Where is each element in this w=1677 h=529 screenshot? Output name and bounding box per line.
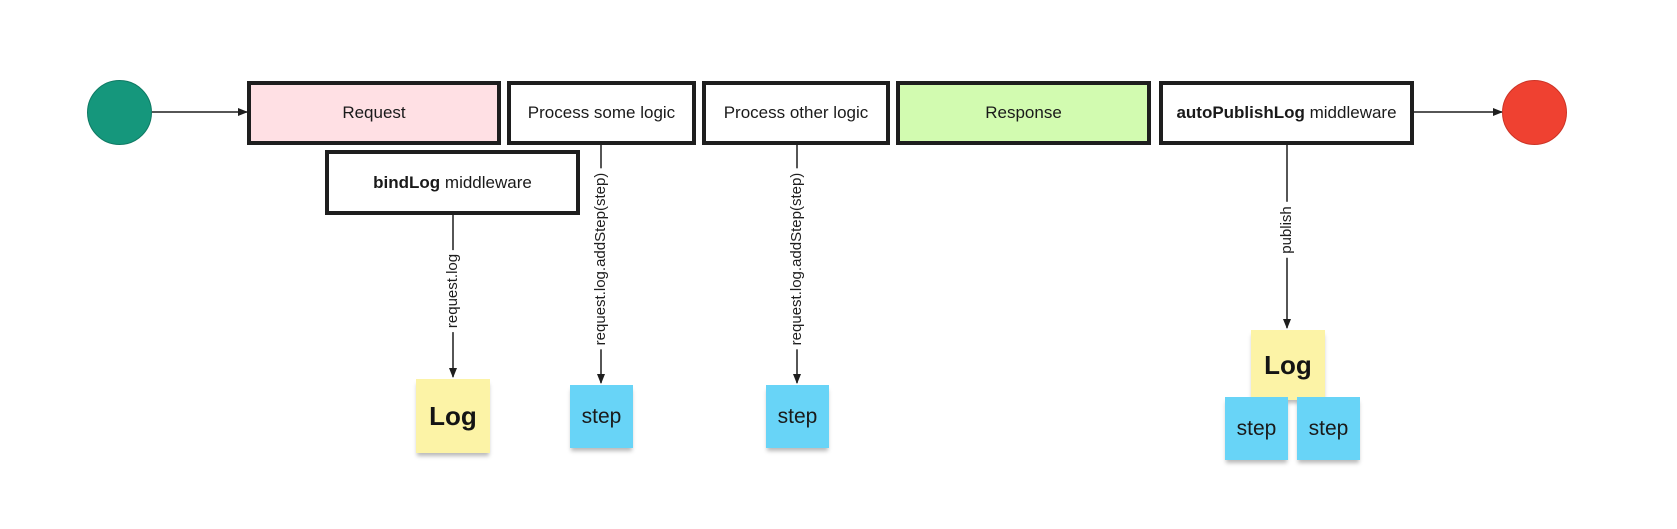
bindlog-suffix: middleware — [444, 172, 532, 192]
start-node — [87, 80, 152, 145]
autopublishlog-suffix: middleware — [1309, 103, 1397, 122]
process-some-logic-label: Process some logic — [527, 103, 676, 122]
process-other-logic-label: Process other logic — [723, 103, 869, 122]
step-sticky-note: step — [570, 385, 633, 448]
bindlog-name: bindLog — [373, 172, 441, 192]
autopublishlog-middleware-box: autoPublishLog middleware — [1159, 81, 1414, 145]
arrow-label-publish: publish — [1278, 202, 1296, 258]
response-label: Response — [985, 103, 1062, 122]
response-box: Response — [896, 81, 1151, 145]
arrow-label-add-step-2: request.log.addStep(step) — [788, 168, 806, 350]
log-sticky-note: Log — [416, 379, 490, 453]
end-node — [1502, 80, 1567, 145]
published-log-sticky-note: Log — [1251, 330, 1325, 400]
request-label: Request — [342, 103, 406, 122]
arrow-label-add-step-1: request.log.addStep(step) — [592, 168, 610, 350]
process-other-logic-box: Process other logic — [702, 81, 890, 145]
autopublishlog-name: autoPublishLog — [1176, 103, 1305, 122]
published-step-sticky-note: step — [1297, 397, 1360, 460]
arrow-label-request-log: request.log — [444, 249, 462, 333]
step-sticky-note: step — [766, 385, 829, 448]
request-box: Request — [247, 81, 501, 145]
published-step-sticky-note: step — [1225, 397, 1288, 460]
process-some-logic-box: Process some logic — [507, 81, 696, 145]
bindlog-middleware-box: bindLog middleware — [325, 150, 580, 215]
